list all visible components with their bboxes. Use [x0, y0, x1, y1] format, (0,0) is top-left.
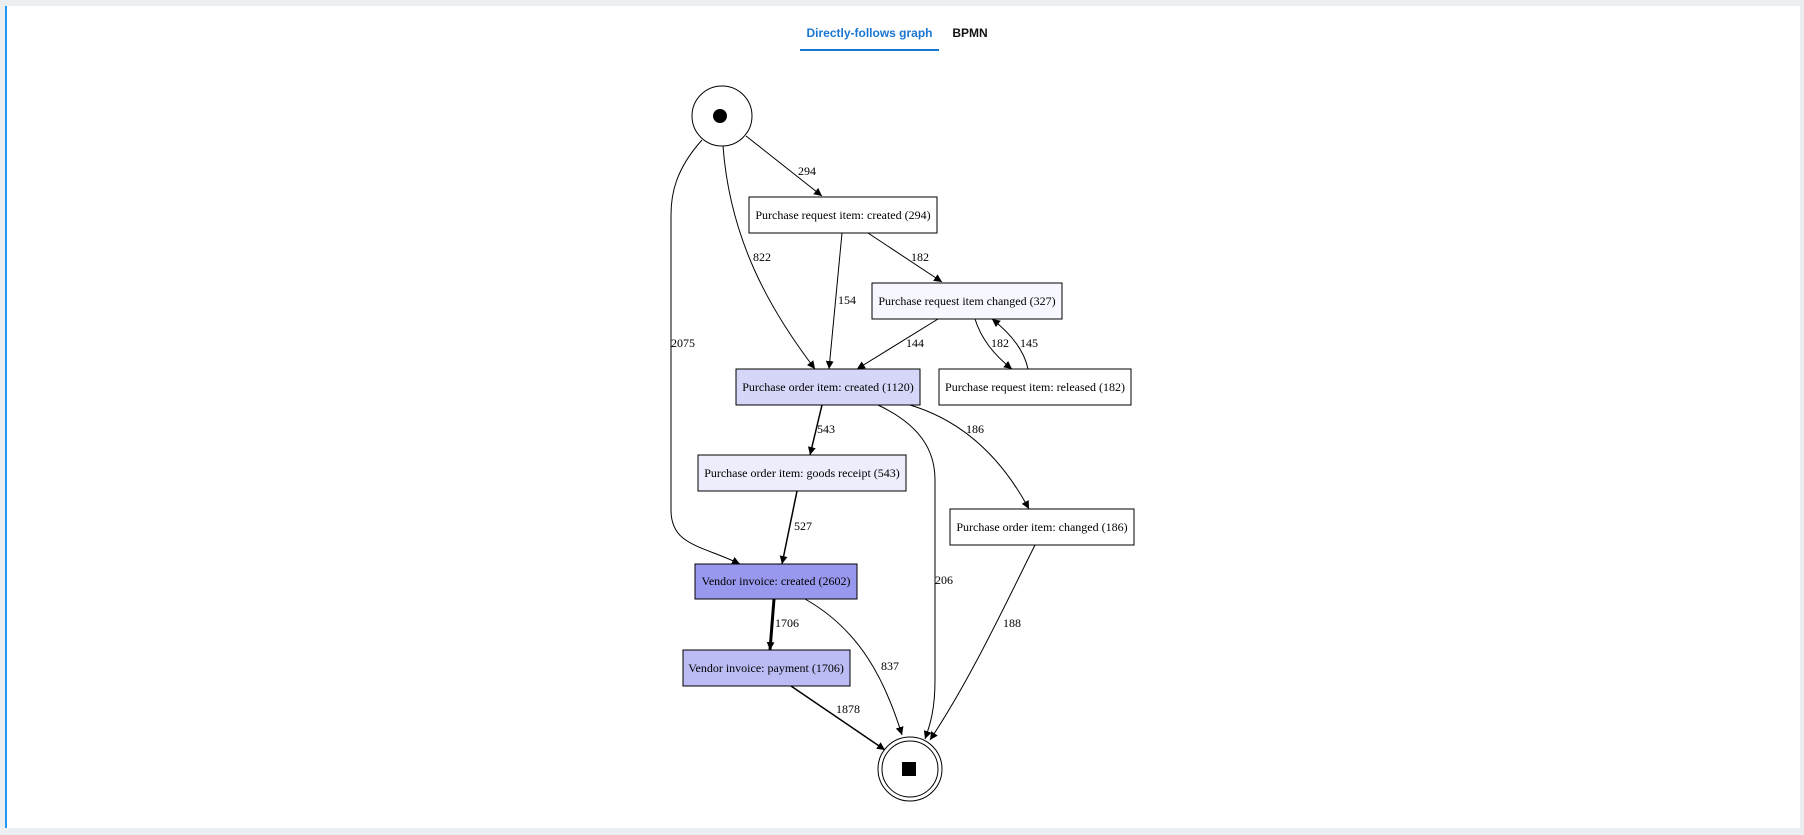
edge-pr-created-to-pr-changed[interactable]: [867, 232, 943, 283]
node-box: [682, 649, 851, 687]
edge-label: 188: [1003, 616, 1021, 630]
edge-label: 527: [794, 519, 812, 533]
edge-label: 182: [991, 336, 1009, 350]
edge-label: 1878: [836, 702, 860, 716]
edge-vi-payment-to-end[interactable]: [790, 685, 886, 751]
start-node[interactable]: [691, 85, 753, 147]
node-pr-released[interactable]: Purchase request item: released (182): [938, 368, 1132, 406]
node-box: [871, 282, 1063, 320]
edge-pr-changed-to-pr-released[interactable]: [974, 318, 1013, 370]
end-inner-circle: [881, 740, 939, 798]
node-box: [748, 196, 938, 234]
node-label: Purchase order item: created (1120): [742, 380, 913, 394]
edge-po-created-to-end[interactable]: [877, 404, 936, 740]
node-box: [735, 368, 921, 406]
edge-vi-created-to-end[interactable]: [804, 598, 904, 736]
edge-po-created-to-po-changed[interactable]: [909, 404, 1030, 510]
node-label: Purchase request item changed (327): [878, 294, 1055, 308]
edge-label: 1706: [775, 616, 799, 630]
edge-label: 154: [838, 293, 856, 307]
edge-label: 2075: [671, 336, 695, 350]
view-tabs: Directly-follows graph BPMN: [0, 17, 1804, 51]
edge-vi-created-to-vi-payment[interactable]: [766, 598, 776, 651]
node-po-changed[interactable]: Purchase order item: changed (186): [949, 508, 1135, 546]
node-box: [949, 508, 1135, 546]
edge-label: 543: [817, 422, 835, 436]
node-box: [694, 563, 858, 600]
edge-pr-created-to-po-created[interactable]: [825, 232, 843, 370]
end-node[interactable]: [877, 736, 943, 802]
edge-label: 837: [881, 659, 899, 673]
edge-start-to-po-created[interactable]: [722, 145, 816, 370]
node-box: [938, 368, 1132, 406]
edge-pr-changed-to-po-created[interactable]: [856, 318, 939, 370]
node-po-goods[interactable]: Purchase order item: goods receipt (543): [697, 454, 907, 492]
edge-po-changed-to-end[interactable]: [929, 544, 1036, 741]
node-box: [697, 454, 907, 492]
edge-start-to-vi-created[interactable]: [670, 139, 741, 565]
node-label: Purchase order item: goods receipt (543): [704, 466, 900, 480]
main-panel: [5, 6, 1800, 828]
edge-label: 822: [753, 250, 771, 264]
edge-po-goods-to-vi-created[interactable]: [779, 490, 798, 565]
node-vi-payment[interactable]: Vendor invoice: payment (1706): [682, 649, 851, 687]
edge-start-to-pr-created[interactable]: [745, 135, 823, 197]
tab-directly-follows-graph[interactable]: Directly-follows graph: [800, 17, 939, 51]
edge-label: 186: [966, 422, 984, 436]
edge-label: 144: [906, 336, 924, 350]
node-vi-created[interactable]: Vendor invoice: created (2602): [694, 563, 858, 600]
node-label: Vendor invoice: payment (1706): [688, 661, 844, 675]
edge-label: 206: [935, 573, 953, 587]
node-label: Purchase request item: created (294): [755, 208, 930, 222]
tab-bpmn[interactable]: BPMN: [952, 26, 988, 40]
node-label: Vendor invoice: created (2602): [702, 574, 851, 588]
edge-po-created-to-po-goods[interactable]: [807, 404, 823, 456]
edge-label: 182: [911, 250, 929, 264]
end-square: [902, 762, 916, 776]
start-dot: [713, 109, 727, 123]
edge-pr-released-to-pr-changed[interactable]: [991, 318, 1029, 370]
node-pr-created[interactable]: Purchase request item: created (294): [748, 196, 938, 234]
edges-layer: 294 822 2075 182 154 144 182 145 543 186…: [670, 135, 1038, 751]
edge-label: 145: [1020, 336, 1038, 350]
edge-label: 294: [798, 164, 816, 178]
node-label: Purchase order item: changed (186): [956, 520, 1127, 534]
node-po-created[interactable]: Purchase order item: created (1120): [735, 368, 921, 406]
node-pr-changed[interactable]: Purchase request item changed (327): [871, 282, 1063, 320]
node-label: Purchase request item: released (182): [945, 380, 1125, 394]
